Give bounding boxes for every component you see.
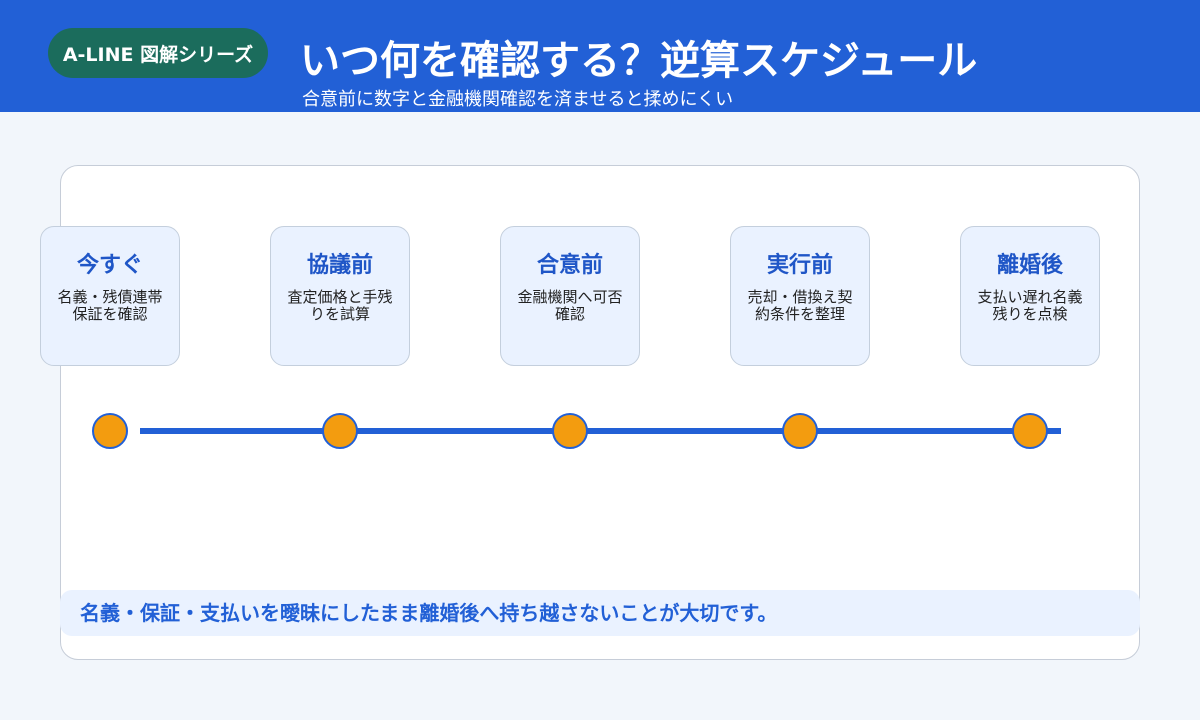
step-title: 実行前 xyxy=(766,253,833,278)
timeline-dot xyxy=(782,413,818,449)
step-card-before-agreement: 合意前 金融機関へ可否確認 xyxy=(500,226,640,366)
step-title: 合意前 xyxy=(536,253,603,278)
step-description: 支払い遅れ名義残りを点検 xyxy=(977,288,1083,323)
step-description: 名義・残債連帯保証を確認 xyxy=(57,288,163,323)
step-description: 売却・借換え契約条件を整理 xyxy=(747,288,853,323)
timeline-dot xyxy=(1012,413,1048,449)
step-title: 離婚後 xyxy=(996,253,1063,278)
page-subtitle: 合意前に数字と金融機関確認を済ませると揉めにくい xyxy=(302,89,734,110)
timeline-line xyxy=(140,428,1061,434)
step-card-before-execution: 実行前 売却・借換え契約条件を整理 xyxy=(730,226,870,366)
step-card-before-negotiation: 協議前 査定価格と手残りを試算 xyxy=(270,226,410,366)
step-title: 協議前 xyxy=(306,253,373,278)
timeline-dot xyxy=(322,413,358,449)
timeline-dot xyxy=(552,413,588,449)
step-description: 査定価格と手残りを試算 xyxy=(287,288,393,323)
step-description: 金融機関へ可否確認 xyxy=(517,288,623,323)
step-card-now: 今すぐ 名義・残債連帯保証を確認 xyxy=(40,226,180,366)
header-bar: A-LINE 図解シリーズ いつ何を確認する？逆算スケジュール 合意前に数字と金… xyxy=(0,0,1200,112)
page-title: いつ何を確認する？逆算スケジュール xyxy=(300,38,978,84)
timeline-dot xyxy=(92,413,128,449)
footer-note: 名義・保証・支払いを曖昧にしたまま離婚後へ持ち越さないことが大切です。 xyxy=(60,590,1140,636)
series-badge: A-LINE 図解シリーズ xyxy=(48,28,268,78)
step-title: 今すぐ xyxy=(76,253,143,278)
step-card-after-divorce: 離婚後 支払い遅れ名義残りを点検 xyxy=(960,226,1100,366)
